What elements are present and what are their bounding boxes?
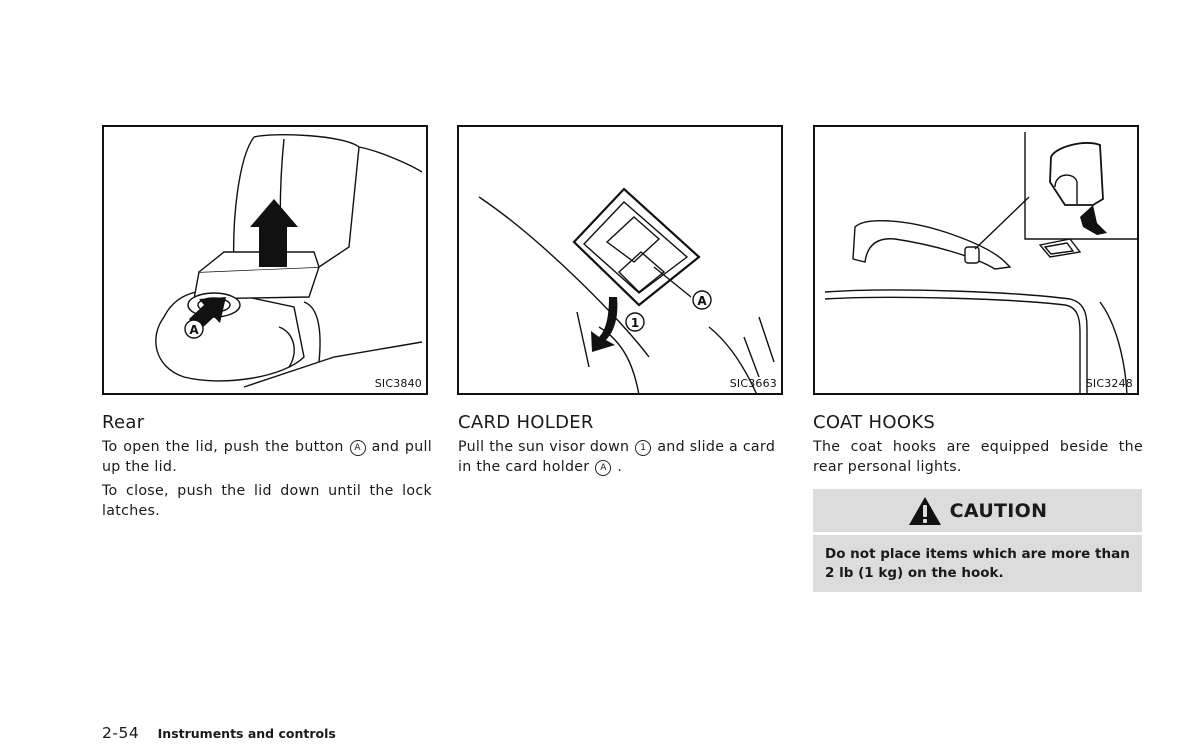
- figure-rear-armrest: A SIC3840: [102, 125, 428, 395]
- caution-title: CAUTION: [949, 499, 1048, 522]
- warning-triangle-icon: [908, 496, 941, 525]
- callout-1-marker: 1: [635, 440, 652, 456]
- callout-a-marker: A: [349, 440, 366, 456]
- caution-box: CAUTION Do not place items which are mor…: [813, 489, 1142, 592]
- section-heading: CARD HOLDER: [458, 412, 594, 433]
- section-coat-hooks: COAT HOOKS The coat hooks are equipped b…: [813, 412, 1143, 482]
- section-heading: COAT HOOKS: [813, 412, 936, 433]
- figure-code: SIC3663: [729, 377, 777, 390]
- figure-card-holder: 1 A SIC3663: [457, 125, 783, 395]
- caution-header: CAUTION: [813, 489, 1142, 535]
- callout-a-marker: A: [595, 459, 612, 476]
- section-heading: Rear: [102, 412, 145, 433]
- svg-text:1: 1: [631, 316, 639, 330]
- figure-code: SIC3840: [374, 377, 422, 390]
- coat-hooks-description: The coat hooks are equipped beside the r…: [813, 439, 1143, 475]
- coat-hook-illustration: [824, 132, 1137, 393]
- armrest-illustration: A: [155, 134, 423, 388]
- page-footer: 2-54 Instruments and controls: [102, 724, 336, 742]
- section-title: Instruments and controls: [157, 726, 336, 741]
- svg-text:A: A: [697, 294, 707, 308]
- rear-close-instructions: To close, push the lid down until the lo…: [102, 483, 432, 519]
- page-number: 2-54: [102, 724, 140, 742]
- figure-code: SIC3248: [1085, 377, 1133, 390]
- figure-coat-hooks: SIC3248: [813, 125, 1139, 395]
- svg-text:A: A: [189, 323, 199, 337]
- caution-text: Do not place items which are more than 2…: [813, 535, 1142, 592]
- card-holder-illustration: 1 A: [478, 187, 775, 393]
